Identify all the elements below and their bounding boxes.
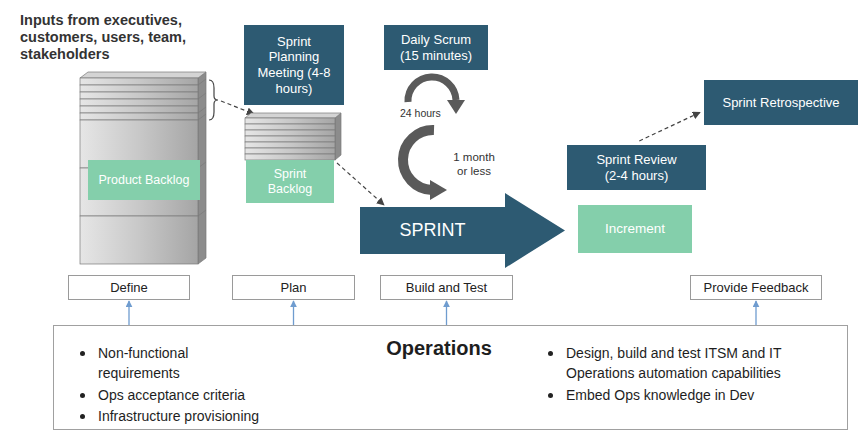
flow-arrow [293, 301, 294, 325]
cycle-label: 24 hours [400, 107, 441, 119]
box-label: Plan [280, 280, 306, 296]
product-backlog-stack [80, 72, 206, 264]
artifact-box: Increment [578, 205, 692, 253]
box-label: Daily Scrum (15 minutes) [392, 32, 480, 63]
box-label: Sprint Retrospective [722, 95, 839, 111]
box-label: Sprint Planning Meeting (4-8 hours) [252, 34, 336, 96]
arrow-body [360, 193, 565, 268]
flow-arrow [446, 301, 447, 325]
bullet-item: Infrastructure provisioning [98, 406, 318, 426]
phase-box: Provide Feedback [690, 275, 822, 300]
box-label: Sprint Review (2-4 hours) [589, 152, 684, 183]
bullet-item: Ops acceptance criteria [98, 385, 318, 405]
box-label: Provide Feedback [704, 280, 809, 296]
phase-box: Define [68, 275, 190, 300]
cycle-label: 1 month or less [448, 150, 500, 178]
arrow-label: SPRINT [399, 220, 465, 242]
box-label: Define [110, 280, 148, 296]
input-note: Inputs from executives, customers, users… [20, 12, 235, 63]
box-label: Build and Test [406, 280, 487, 296]
meeting-box: Sprint Planning Meeting (4-8 hours) [244, 25, 344, 105]
meeting-box: Sprint Retrospective [704, 80, 858, 125]
box-label: Sprint Backlog [252, 167, 328, 197]
box-label: Increment [605, 221, 665, 237]
flow-arrow [639, 112, 700, 141]
phase-box: Build and Test [380, 275, 513, 300]
panel-heading: Operations [354, 336, 524, 360]
sprint-backlog-stack [245, 113, 341, 160]
bullet-item: Design, build and test ITSM and IT Opera… [566, 343, 828, 383]
operations-panel: Operations Non-functional requirementsOps… [53, 325, 848, 430]
meeting-box: Daily Scrum (15 minutes) [384, 25, 488, 70]
flow-arrow [755, 301, 756, 325]
bullet-item: Embed Ops knowledge in Dev [566, 385, 828, 405]
flow-arrow [337, 163, 384, 205]
flow-arrow [128, 301, 129, 325]
box-label: Product Backlog [98, 173, 189, 188]
bullet-item: Non-functional requirements [98, 343, 228, 383]
cycle-arrow [403, 130, 447, 200]
sprint-arrow: SPRINT [360, 193, 565, 268]
bracket [209, 80, 218, 120]
artifact-box: Sprint Backlog [246, 160, 334, 203]
phase-box: Plan [232, 275, 355, 300]
meeting-box: Sprint Review (2-4 hours) [567, 145, 706, 190]
artifact-box: Product Backlog [88, 160, 200, 200]
